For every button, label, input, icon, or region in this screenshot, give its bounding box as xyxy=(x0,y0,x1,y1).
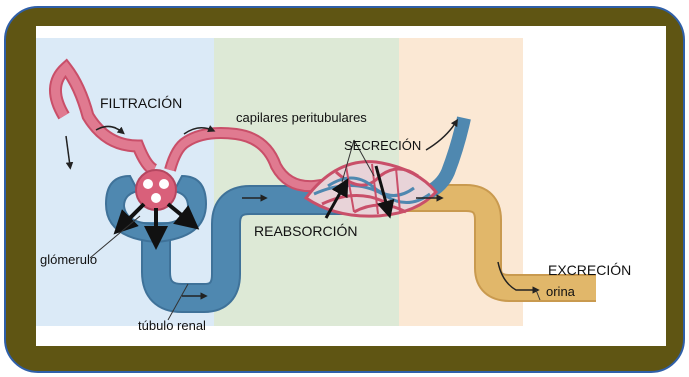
label-tubulo: túbulo renal xyxy=(138,318,206,333)
glomerulus-loop xyxy=(151,193,161,203)
leader-line xyxy=(353,139,375,177)
filtration-arrow xyxy=(113,202,146,235)
leader-line xyxy=(167,283,189,321)
label-secrecion: SECRECIÓN xyxy=(344,138,421,153)
afferent-arteriole xyxy=(51,61,157,175)
reabsorption-arrow xyxy=(324,178,349,219)
nephron-diagram: FILTRACIÓN capilares peritubulares SECRE… xyxy=(36,38,631,333)
glomerulus-loop xyxy=(159,179,169,189)
label-filtracion: FILTRACIÓN xyxy=(100,95,182,111)
secretion-arrow xyxy=(374,165,395,219)
leader-line xyxy=(341,139,355,183)
filtration-arrow xyxy=(166,202,200,230)
label-orina: orina xyxy=(546,284,576,299)
label-reabsorcion: REABSORCIÓN xyxy=(254,223,357,239)
glomerulus-loop xyxy=(143,179,153,189)
flow-arrow xyxy=(65,135,74,170)
collecting-duct xyxy=(386,186,596,300)
renal-tubule xyxy=(143,187,386,311)
flow-arrow xyxy=(497,261,540,294)
label-capilares: capilares peritubulares xyxy=(236,110,367,125)
flow-arrow xyxy=(425,118,458,151)
flow-arrow xyxy=(95,125,125,135)
label-excrecion: EXCRECIÓN xyxy=(548,262,631,278)
leader-line xyxy=(535,289,541,301)
diagram-panel: FILTRACIÓN capilares peritubulares SECRE… xyxy=(36,26,666,346)
flow-arrow xyxy=(183,125,216,135)
label-glomerulo: glómerulo xyxy=(40,252,97,267)
leader-line xyxy=(89,215,141,259)
